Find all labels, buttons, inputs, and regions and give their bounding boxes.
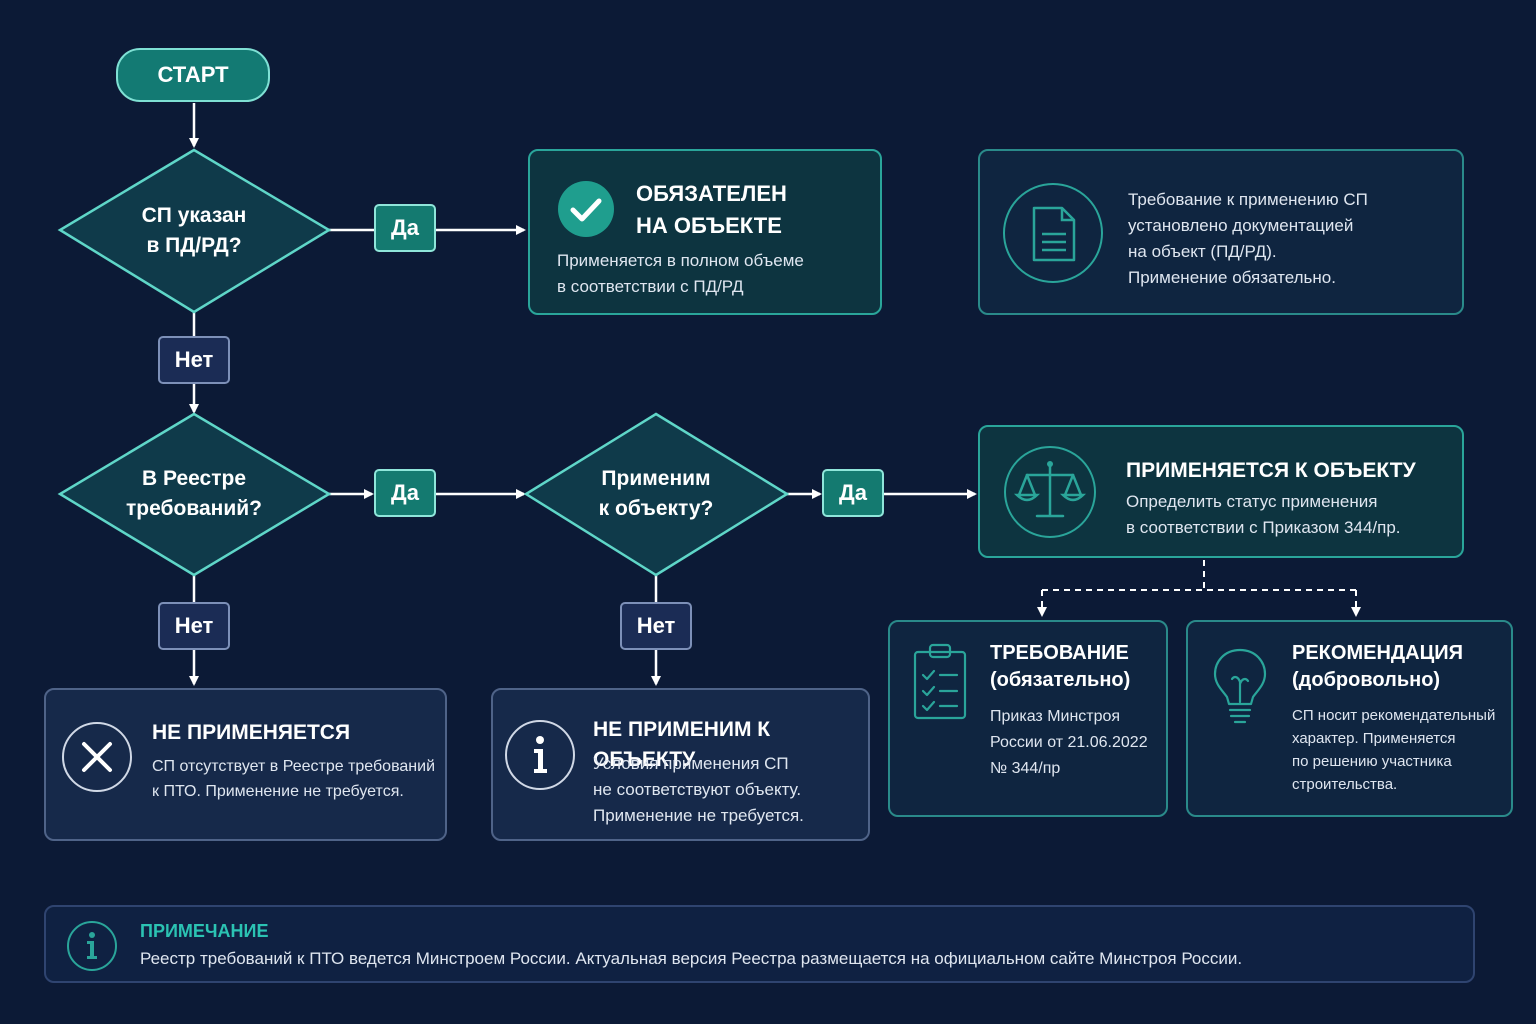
mandatory-text-line1: Применяется в полном объеме [557, 251, 804, 270]
not-applied-text: СП отсутствует в Реестре требований к ПТ… [152, 754, 435, 804]
not-applicable-text-line3: Применение не требуется. [593, 806, 804, 825]
decision-d2-line2: требований? [126, 497, 262, 520]
diamond-d1 [57, 148, 332, 314]
note-box: ПРИМЕЧАНИЕ Реестр требований к ПТО ведет… [44, 905, 1475, 983]
decision-d1-line1: СП указан [141, 204, 247, 227]
not-applicable-title: НЕ ПРИМЕНИМ К ОБЪЕКТУ [593, 718, 771, 771]
requirement-text-line1: Приказ Минстроя [990, 708, 1121, 725]
recommendation-text-line1: СП носит рекомендательный [1292, 707, 1496, 724]
decision-d1-line2: в ПД/РД? [146, 234, 242, 257]
applies-box: ПРИМЕНЯЕТСЯ К ОБЪЕКТУ Определить статус … [978, 425, 1464, 558]
not-applied-box: НЕ ПРИМЕНЯЕТСЯ СП отсутствует в Реестре … [44, 688, 447, 841]
decision-d3-text: Применим к объекту? [556, 463, 756, 525]
decision-d3-line1: Применим [601, 467, 711, 490]
mandatory-box: ОБЯЗАТЕЛЕН НА ОБЪЕКТЕ Применяется в полн… [528, 149, 882, 315]
x-circle-icon [62, 722, 132, 792]
not-applicable-text-line1: Условия применения СП [593, 754, 789, 773]
requirement-title-line2: (обязательно) [990, 669, 1131, 691]
recommendation-title-line2: (добровольно) [1292, 669, 1441, 691]
requirement-box: ТРЕБОВАНИЕ (обязательно) Приказ Минстроя… [888, 620, 1168, 817]
mandatory-title-line2: НА ОБЪЕКТЕ [636, 213, 782, 238]
info-icon [505, 720, 575, 790]
recommendation-title: РЕКОМЕНДАЦИЯ (добровольно) [1292, 640, 1463, 694]
applies-text: Определить статус применения в соответст… [1126, 489, 1401, 541]
recommendation-text: СП носит рекомендательный характер. Прим… [1292, 704, 1495, 796]
not-applicable-text-line2: не соответствуют объекту. [593, 780, 802, 799]
note-info-icon [67, 921, 117, 971]
diamond-d2 [57, 412, 332, 577]
not-applied-text-line1: СП отсутствует в Реестре требований [152, 758, 435, 775]
diamond-d3 [523, 412, 790, 577]
mandatory-title-line1: ОБЯЗАТЕЛЕН [636, 181, 787, 206]
info-document-line3: на объект (ПД/РД). [1128, 242, 1277, 261]
info-document-line4: Применение обязательно. [1128, 268, 1336, 287]
requirement-text: Приказ Минстроя России от 21.06.2022 № 3… [990, 704, 1148, 782]
decision-d3-line2: к объекту? [598, 497, 714, 520]
yes-tag-d3: Да [822, 469, 884, 517]
recommendation-text-line2: характер. Применяется [1292, 730, 1456, 747]
note-text: Реестр требований к ПТО ведется Минстрое… [140, 949, 1243, 968]
scales-icon [1004, 446, 1096, 538]
requirement-text-line2: России от 21.06.2022 [990, 734, 1148, 751]
info-document-line1: Требование к применению СП [1128, 190, 1368, 209]
requirement-title-line1: ТРЕБОВАНИЕ [990, 642, 1129, 664]
no-tag-d1: Нет [158, 336, 230, 384]
mandatory-text-line2: в соответствии с ПД/РД [557, 277, 744, 296]
requirement-text-line3: № 344/пр [990, 760, 1061, 777]
not-applicable-box: НЕ ПРИМЕНИМ К ОБЪЕКТУ Условия применения… [491, 688, 870, 841]
recommendation-text-line4: строительства. [1292, 776, 1398, 793]
applies-text-line1: Определить статус применения [1126, 492, 1378, 511]
lightbulb-icon [1213, 648, 1267, 724]
not-applicable-text: Условия применения СП не соответствуют о… [593, 751, 804, 829]
applies-title: ПРИМЕНЯЕТСЯ К ОБЪЕКТУ [1126, 459, 1416, 482]
yes-tag-d2: Да [374, 469, 436, 517]
decision-d2-text: В Реестре требований? [94, 463, 294, 525]
decision-d2-line1: В Реестре [141, 467, 247, 490]
requirement-title: ТРЕБОВАНИЕ (обязательно) [990, 640, 1130, 694]
recommendation-title-line1: РЕКОМЕНДАЦИЯ [1292, 642, 1463, 664]
info-document-line2: установлено документацией [1128, 216, 1354, 235]
no-tag-d2: Нет [158, 602, 230, 650]
mandatory-title: ОБЯЗАТЕЛЕН НА ОБЪЕКТЕ [636, 178, 787, 242]
start-node: СТАРТ [116, 48, 270, 102]
clipboard-checklist-icon [913, 643, 967, 720]
document-icon [1003, 183, 1103, 283]
no-tag-d3: Нет [620, 602, 692, 650]
info-document-box: Требование к применению СП установлено д… [978, 149, 1464, 315]
info-document-text: Требование к применению СП установлено д… [1128, 187, 1368, 291]
decision-d1-text: СП указан в ПД/РД? [94, 200, 294, 262]
applies-text-line2: в соответствии с Приказом 344/пр. [1126, 518, 1401, 537]
check-circle-icon [558, 181, 614, 237]
mandatory-text: Применяется в полном объеме в соответств… [557, 248, 804, 300]
not-applied-text-line2: к ПТО. Применение не требуется. [152, 783, 404, 800]
note-title: ПРИМЕЧАНИЕ [140, 921, 269, 941]
recommendation-text-line3: по решению участника [1292, 753, 1452, 770]
yes-tag-d1: Да [374, 204, 436, 252]
not-applied-title: НЕ ПРИМЕНЯЕТСЯ [152, 721, 351, 744]
recommendation-box: РЕКОМЕНДАЦИЯ (добровольно) СП носит реко… [1186, 620, 1513, 817]
